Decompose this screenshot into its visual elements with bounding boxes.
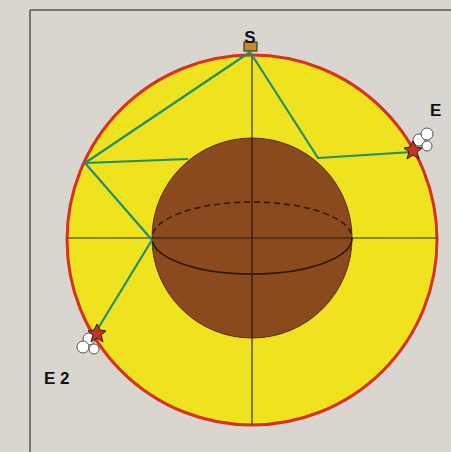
point-label: E 2 [44, 370, 70, 387]
core-circle [152, 138, 352, 338]
wave-rays [85, 52, 412, 330]
explosion-symbol [404, 128, 433, 159]
core-axis [251, 138, 252, 338]
point-label: S [244, 29, 255, 46]
frame-line [30, 9, 451, 11]
wave-ray [85, 52, 250, 330]
frame-line [29, 10, 31, 452]
mantle-circle [67, 55, 437, 425]
point-label: E [430, 102, 441, 119]
axis-line [251, 55, 252, 425]
explosion-symbol [77, 324, 106, 354]
wave-ray [250, 52, 412, 158]
wave-ray [85, 159, 188, 163]
